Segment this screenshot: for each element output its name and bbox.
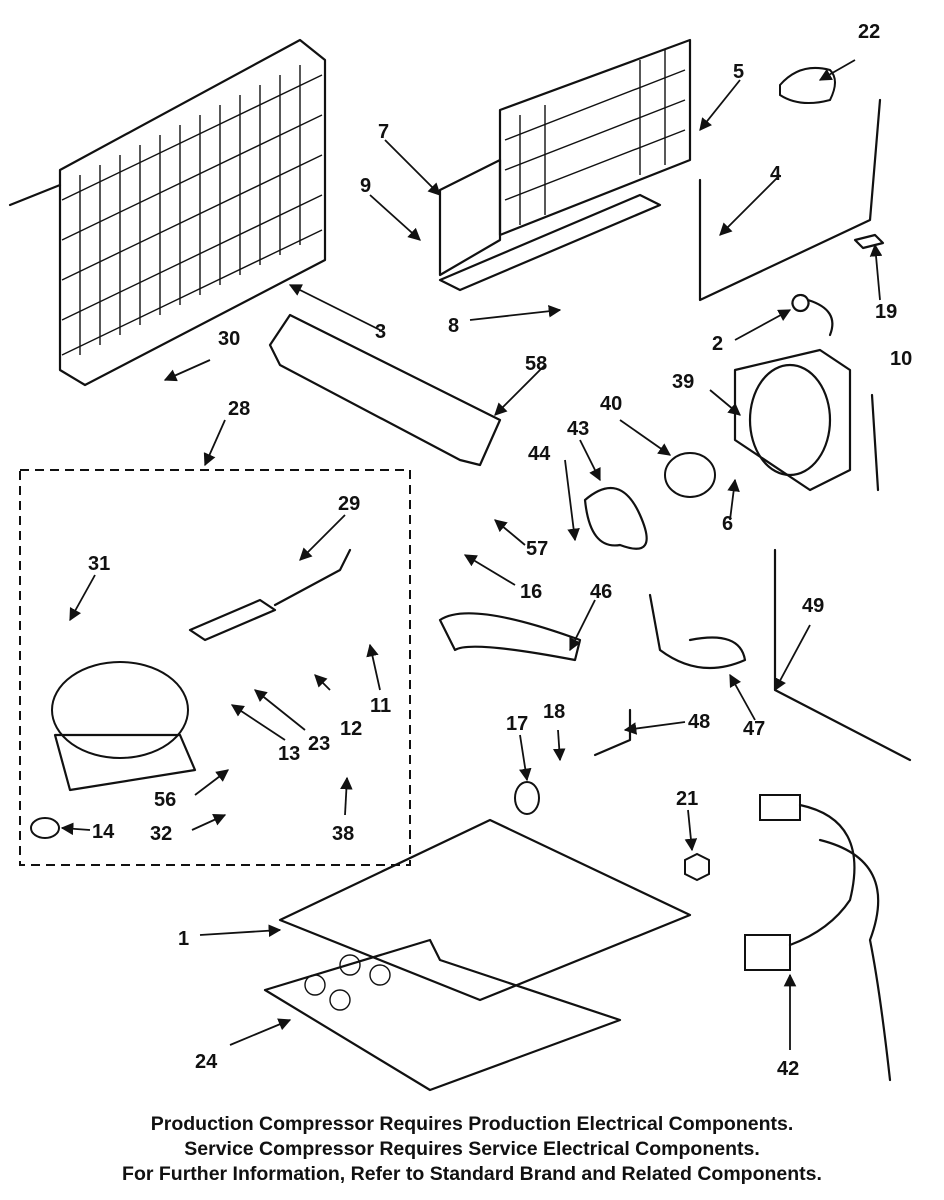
callout-18: 18 bbox=[543, 701, 565, 723]
callout-4: 4 bbox=[770, 163, 782, 185]
note-line-2: Service Compressor Requires Service Elec… bbox=[184, 1138, 760, 1160]
callout-24: 24 bbox=[195, 1051, 218, 1073]
part-22-cap bbox=[779, 66, 836, 105]
drain-trough bbox=[268, 313, 502, 467]
part-47-tube bbox=[648, 593, 747, 670]
callout-2: 2 bbox=[712, 333, 723, 355]
part-21-nut bbox=[684, 852, 710, 882]
callout-44: 44 bbox=[528, 443, 551, 465]
callout-49: 49 bbox=[802, 595, 824, 617]
callout-42: 42 bbox=[777, 1058, 799, 1080]
callout-31: 31 bbox=[88, 553, 110, 575]
callout-6: 6 bbox=[722, 513, 733, 535]
callout-32: 32 bbox=[150, 823, 172, 845]
callout-47: 47 bbox=[743, 718, 765, 740]
leader-lines bbox=[60, 59, 883, 1050]
callout-46: 46 bbox=[590, 581, 612, 603]
callout-19: 19 bbox=[875, 301, 897, 323]
callout-14: 14 bbox=[92, 821, 115, 843]
callout-7: 7 bbox=[378, 121, 389, 143]
callout-23: 23 bbox=[308, 733, 330, 755]
part-17-roller bbox=[514, 781, 540, 815]
callout-40: 40 bbox=[600, 393, 622, 415]
callout-57: 57 bbox=[526, 538, 548, 560]
compressor bbox=[51, 661, 197, 792]
callout-39: 39 bbox=[672, 371, 694, 393]
callout-11: 11 bbox=[370, 695, 391, 717]
callout-3: 3 bbox=[375, 321, 386, 343]
part-29-overload bbox=[188, 548, 352, 642]
part-2-plug bbox=[791, 293, 834, 337]
callout-17: 17 bbox=[506, 713, 528, 735]
part-49-tube bbox=[773, 548, 912, 762]
notes-footer: Production Compressor Requires Productio… bbox=[0, 1112, 944, 1187]
callout-13: 13 bbox=[278, 743, 300, 765]
base-pan bbox=[263, 818, 692, 1092]
fan-shroud bbox=[733, 348, 852, 492]
part-46-bracket bbox=[438, 612, 582, 662]
callout-5: 5 bbox=[733, 61, 744, 83]
wiring-harness bbox=[744, 794, 892, 1082]
condenser-coil bbox=[8, 38, 327, 387]
callout-22: 22 bbox=[858, 21, 880, 43]
capillary-tube bbox=[698, 98, 882, 302]
fan-motor bbox=[583, 452, 716, 550]
callout-58: 58 bbox=[525, 353, 547, 375]
callout-28: 28 bbox=[228, 398, 250, 420]
note-line-1: Production Compressor Requires Productio… bbox=[150, 1113, 794, 1135]
callout-8: 8 bbox=[448, 315, 459, 337]
evaporator-assembly bbox=[438, 38, 692, 292]
callout-30: 30 bbox=[218, 328, 240, 350]
callout-43: 43 bbox=[567, 418, 589, 440]
callout-9: 9 bbox=[360, 175, 371, 197]
callout-29: 29 bbox=[338, 493, 360, 515]
part-10-strip bbox=[870, 393, 880, 492]
part-19-screw bbox=[853, 233, 885, 250]
callout-38: 38 bbox=[332, 823, 354, 845]
callout-labels: 1 2 3 4 5 6 7 8 9 10 11 12 13 14 16 17 1… bbox=[88, 21, 912, 1080]
callout-10: 10 bbox=[890, 348, 912, 370]
part-48-tube bbox=[593, 708, 632, 757]
callout-12: 12 bbox=[340, 718, 362, 740]
callout-21: 21 bbox=[676, 788, 698, 810]
part-14-grommet bbox=[30, 817, 60, 839]
note-line-3: For Further Information, Refer to Standa… bbox=[122, 1163, 822, 1185]
callout-48: 48 bbox=[688, 711, 710, 733]
parts-diagram: 1 2 3 4 5 6 7 8 9 10 11 12 13 14 16 17 1… bbox=[8, 21, 912, 1092]
callout-56: 56 bbox=[154, 789, 176, 811]
callout-16: 16 bbox=[520, 581, 542, 603]
callout-1: 1 bbox=[178, 928, 189, 950]
electrical-kit-box bbox=[19, 469, 411, 866]
